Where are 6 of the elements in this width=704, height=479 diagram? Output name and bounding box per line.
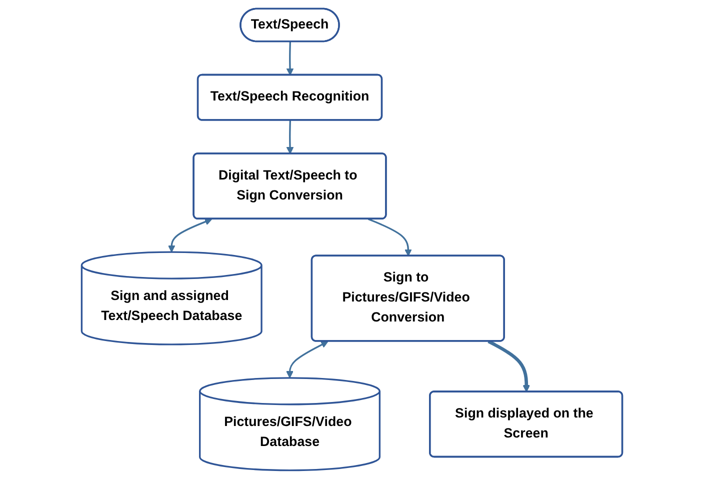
arrow — [488, 340, 530, 392]
arrow — [286, 42, 294, 76]
arrow — [168, 218, 212, 252]
arrow — [368, 218, 412, 256]
arrow — [286, 341, 328, 378]
arrow — [286, 120, 294, 154]
